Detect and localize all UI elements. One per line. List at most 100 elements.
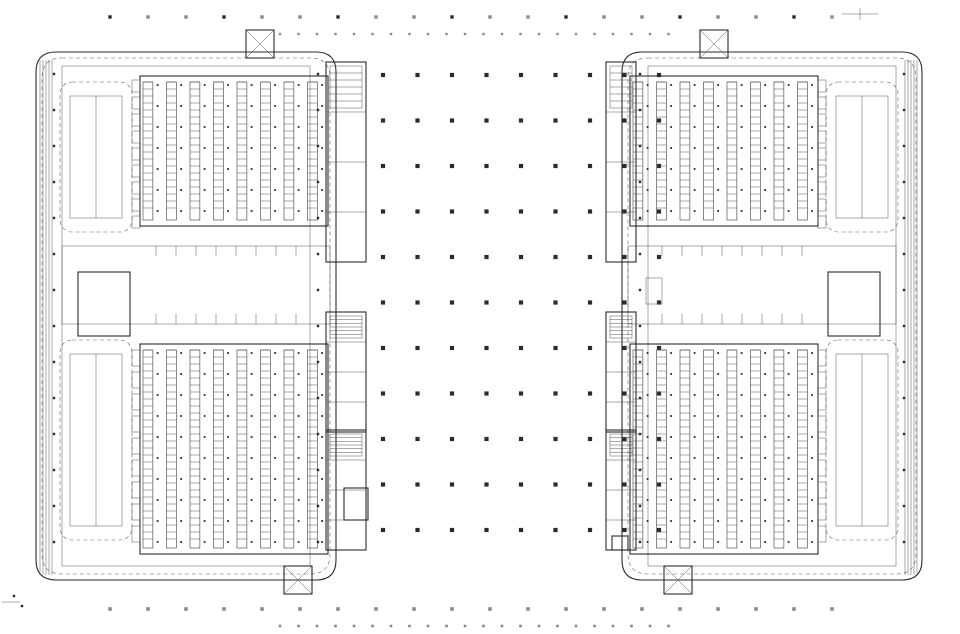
column-marker xyxy=(564,607,568,611)
rack-post xyxy=(811,520,814,522)
rack-post xyxy=(764,394,767,396)
rack-post xyxy=(693,105,696,107)
column-marker xyxy=(656,436,662,442)
column-marker xyxy=(638,252,642,256)
bay-cell xyxy=(131,130,141,144)
rack-post xyxy=(811,147,814,149)
rack-post xyxy=(156,126,159,128)
rack-post xyxy=(321,541,324,543)
column-marker xyxy=(902,180,906,184)
rack-post xyxy=(764,541,767,543)
rack-post xyxy=(321,499,324,501)
column-marker xyxy=(415,482,420,487)
rack-post xyxy=(646,210,649,212)
rack-post xyxy=(787,394,790,396)
rack-post xyxy=(180,126,183,128)
rack-post xyxy=(764,352,767,354)
rack-post xyxy=(156,457,159,459)
bay-cell xyxy=(131,371,141,389)
rack-post xyxy=(670,436,673,438)
scale-marker xyxy=(12,594,16,598)
rack-post xyxy=(180,168,183,170)
rack-post xyxy=(297,84,300,86)
rack-post xyxy=(740,126,743,128)
rack-post xyxy=(297,541,300,543)
column-marker xyxy=(52,180,56,184)
rack-post xyxy=(203,126,206,128)
ramp-loop xyxy=(825,81,899,233)
rack-post xyxy=(250,84,253,86)
rack-post xyxy=(297,189,300,191)
rack-row xyxy=(142,349,154,549)
rack-post xyxy=(227,147,230,149)
bay-cell xyxy=(817,371,827,389)
rack-row xyxy=(632,81,644,221)
bay-cell xyxy=(131,525,141,543)
column-marker xyxy=(449,118,455,123)
column-marker xyxy=(445,624,448,628)
rack-post xyxy=(646,457,649,459)
rack-post xyxy=(250,352,253,354)
rack-post xyxy=(203,520,206,522)
rack-post xyxy=(740,147,743,149)
rack-post xyxy=(811,436,814,438)
rack-post xyxy=(274,352,277,354)
column-marker xyxy=(426,32,430,36)
column-marker xyxy=(574,32,578,36)
column-marker xyxy=(500,624,504,628)
column-marker xyxy=(902,324,906,328)
column-marker xyxy=(553,391,558,396)
column-marker xyxy=(638,108,642,112)
rack-post xyxy=(227,189,230,191)
column-marker xyxy=(371,32,374,36)
rack-post xyxy=(180,541,183,543)
column-marker xyxy=(316,216,320,220)
annotations xyxy=(2,8,878,608)
rack-post xyxy=(787,457,790,459)
column-marker xyxy=(316,540,320,544)
column-marker xyxy=(52,216,56,220)
column-marker xyxy=(556,32,559,36)
column-marker xyxy=(484,254,489,260)
column-marker xyxy=(622,436,627,442)
column-marker xyxy=(648,32,652,36)
rack-post xyxy=(156,541,159,543)
rack-row xyxy=(726,349,738,549)
rack-post xyxy=(787,541,790,543)
storage-module-lower xyxy=(139,343,329,555)
column-marker xyxy=(415,436,420,442)
rack-post xyxy=(693,147,696,149)
rack-post xyxy=(787,415,790,417)
rack-post xyxy=(646,478,649,480)
column-marker xyxy=(412,607,416,611)
scale-marker xyxy=(20,604,24,608)
rack-row xyxy=(260,81,271,221)
column-marker xyxy=(830,607,834,611)
rack-row xyxy=(236,349,248,549)
right-wing xyxy=(627,72,906,555)
column-marker xyxy=(316,504,320,508)
column-grid xyxy=(108,15,834,628)
rack-post xyxy=(156,147,159,149)
column-marker xyxy=(622,72,627,78)
bay-cell xyxy=(817,147,827,161)
rack-post xyxy=(717,168,720,170)
bay-cell xyxy=(131,503,141,521)
column-marker xyxy=(316,108,320,112)
column-marker xyxy=(638,396,642,400)
entry-box xyxy=(699,29,729,59)
column-marker xyxy=(380,527,386,533)
rack-post xyxy=(740,373,743,375)
column-marker xyxy=(656,209,662,214)
rack-post xyxy=(764,189,767,191)
rack-post xyxy=(227,373,230,375)
rack-post xyxy=(693,520,696,522)
rack-row xyxy=(189,81,201,221)
column-marker xyxy=(108,607,112,611)
column-marker xyxy=(587,254,593,260)
column-marker xyxy=(334,624,337,628)
column-marker xyxy=(519,624,522,628)
rack-post xyxy=(646,373,649,375)
bay-cell xyxy=(817,393,827,411)
column-marker xyxy=(482,32,485,36)
